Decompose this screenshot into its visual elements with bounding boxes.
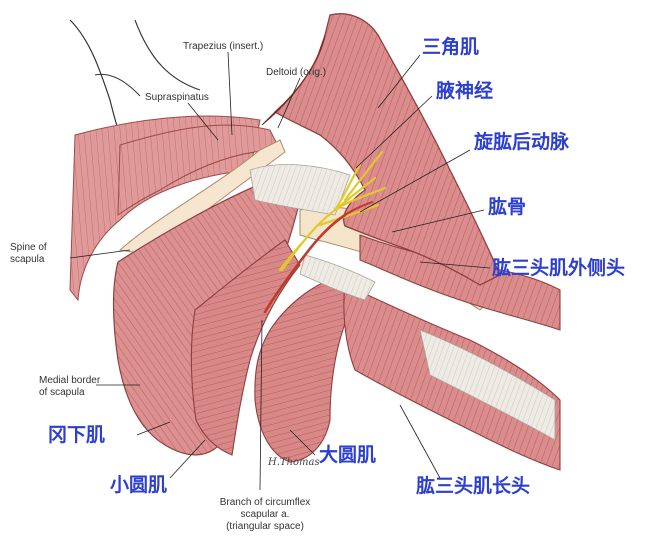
label-trapezius: Trapezius (insert.)	[183, 41, 264, 52]
label-zh-triceps-lateral: 肱三头肌外侧头	[492, 257, 626, 279]
artery-branch	[344, 201, 373, 216]
label-zh-humerus: 肱骨	[488, 196, 527, 218]
teres-tendon	[299, 254, 376, 301]
label-circumflex-branch: Branch of circumflex scapular a. (triang…	[219, 497, 311, 532]
label-zh-triceps-long: 肱三头肌长头	[416, 475, 531, 497]
posterior-circumflex-artery	[263, 213, 347, 314]
label-zh-teres-major: 大圆肌	[319, 444, 377, 466]
axillary-nerve	[278, 150, 387, 272]
label-zh-circumflex-artery: 旋肱后动脉	[474, 131, 570, 153]
teres-minor-muscle	[190, 239, 301, 456]
neck-outline	[69, 19, 121, 136]
label-zh-deltoid: 三角肌	[422, 36, 480, 58]
supraspinatus-muscle	[117, 124, 281, 216]
label-spine-of-scapula: Spine of scapula	[10, 242, 47, 265]
leader-lines	[69, 51, 491, 491]
artist-signature: H.Thomas	[268, 457, 320, 468]
label-zh-axillary-nerve: 腋神经	[436, 80, 494, 102]
label-supraspinatus: Supraspinatus	[145, 92, 209, 103]
label-zh-teres-minor: 小圆肌	[110, 474, 168, 496]
label-zh-infraspinatus: 冈下肌	[48, 424, 106, 446]
long-head-tendon	[419, 329, 556, 441]
deltoid-origin-edge	[261, 34, 326, 126]
neck-contour	[134, 19, 201, 91]
label-deltoid-origin: Deltoid (orig.)	[266, 67, 327, 78]
deltoid-muscle	[273, 13, 501, 286]
rotator-cuff-tendon	[249, 164, 351, 216]
label-medial-border: Medial border of scapula	[39, 375, 101, 398]
neck-contour-2	[94, 73, 141, 97]
